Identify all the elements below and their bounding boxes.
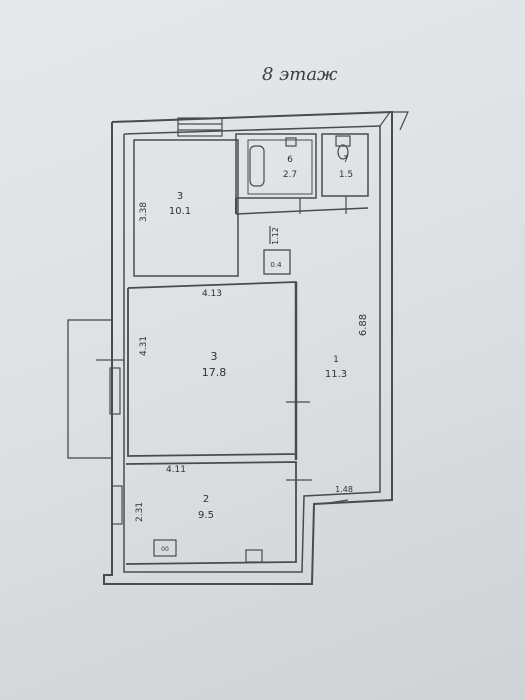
room-labels: 3 10.1 6 2.7 7 1.5 3 17.8 1 11.3 2 9.5 0… <box>161 155 353 553</box>
room-2-area: 9.5 <box>198 510 214 521</box>
room-6-number: 6 <box>287 155 293 165</box>
dim-room2-height: 2.31 <box>135 502 145 522</box>
kitchen-sink-icon <box>245 549 263 563</box>
balcony-outline <box>67 319 113 459</box>
fixtures <box>96 117 351 563</box>
room-1-area: 11.3 <box>325 369 347 380</box>
room-3-small-area: 10.1 <box>169 206 191 217</box>
dimension-labels: 3.38 4.13 4.31 4.11 2.31 6.88 1.12 0.4 1… <box>135 202 369 522</box>
left-window-lower-icon <box>111 485 123 525</box>
slab-edge <box>379 111 409 131</box>
room-3-large-number: 3 <box>211 350 218 363</box>
bathtub-icon <box>249 145 265 187</box>
top-window-icon <box>177 117 223 137</box>
dim-passage-width: 1.12 <box>271 227 280 245</box>
stove-label: 00 <box>161 546 169 553</box>
room-7-area: 1.5 <box>339 170 353 180</box>
dim-room3-large-width: 4.13 <box>202 289 222 299</box>
dim-room3-large-height: 4.31 <box>139 336 149 356</box>
walls <box>67 110 409 585</box>
room-7-outline <box>321 133 369 197</box>
room-6-outline <box>235 133 317 199</box>
dim-closet-area: 0.4 <box>270 261 282 269</box>
room-3-large-area: 17.8 <box>202 366 227 379</box>
room-2-outline <box>125 461 297 565</box>
room-6-area: 2.7 <box>283 170 297 180</box>
dim-room3-small-height: 3.38 <box>139 202 149 222</box>
corridor-top-wall <box>235 207 369 215</box>
room-2-number: 2 <box>203 494 209 505</box>
dim-corridor-length: 6.88 <box>358 314 369 336</box>
room-1-number: 1 <box>333 355 339 365</box>
toilet-tank-icon <box>335 135 351 147</box>
floor-label: 8 этаж <box>262 64 338 85</box>
room-7-number: 7 <box>343 155 349 165</box>
room-6-inner <box>247 139 313 195</box>
room-3-small-outline <box>133 139 239 277</box>
outer-wall <box>103 110 393 585</box>
inner-outline <box>123 125 381 573</box>
left-window-icon <box>109 367 121 415</box>
sink-icon <box>285 137 297 147</box>
dim-room2-width: 4.11 <box>166 465 186 475</box>
room-3-small-number: 3 <box>177 191 183 202</box>
toilet-bowl-icon <box>337 144 349 160</box>
stove-icon <box>153 539 177 557</box>
dim-corridor-exit-width: 1.48 <box>335 485 353 494</box>
door-tick <box>321 499 349 505</box>
closet-outline <box>263 249 291 275</box>
